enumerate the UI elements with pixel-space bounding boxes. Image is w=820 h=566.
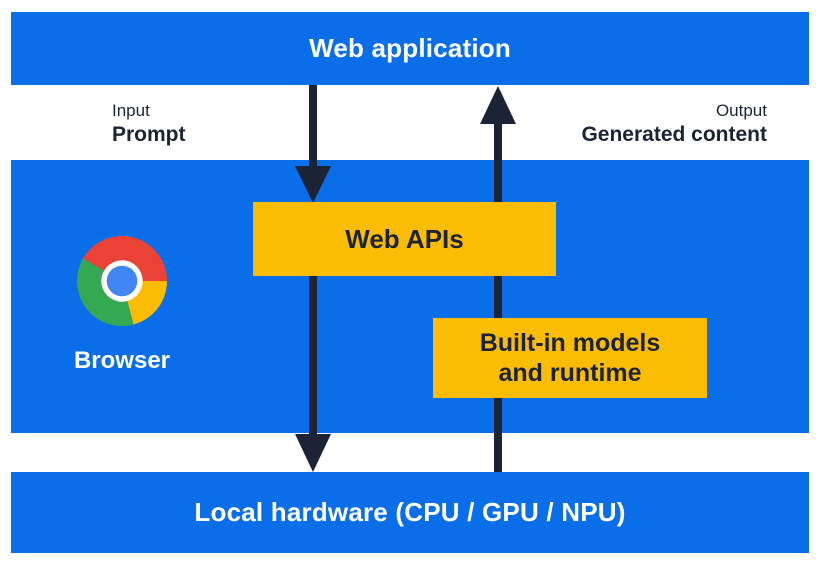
input-caption: Input bbox=[112, 101, 150, 120]
output-generated-content-label: Generated content bbox=[581, 123, 767, 146]
chrome-logo-icon bbox=[77, 236, 167, 326]
browser-label: Browser bbox=[73, 347, 171, 374]
built-in-models-line2: and runtime bbox=[498, 359, 642, 387]
web-application-band: Web application bbox=[11, 12, 809, 85]
web-apis-label: Web APIs bbox=[345, 223, 464, 254]
web-application-label: Web application bbox=[309, 33, 511, 63]
input-annotation: Input Prompt bbox=[112, 100, 186, 147]
chrome-logo-center bbox=[106, 265, 138, 297]
web-apis-box: Web APIs bbox=[253, 202, 556, 276]
built-in-models-line1: Built-in models bbox=[479, 329, 661, 357]
local-hardware-label: Local hardware (CPU / GPU / NPU) bbox=[194, 497, 626, 527]
chrome-logo-red-segment bbox=[83, 236, 167, 281]
local-hardware-band: Local hardware (CPU / GPU / NPU) bbox=[11, 472, 809, 553]
output-annotation: Output Generated content bbox=[581, 100, 767, 147]
output-caption: Output bbox=[715, 101, 767, 120]
input-prompt-label: Prompt bbox=[112, 123, 186, 146]
built-in-models-box: Built-in models and runtime bbox=[433, 318, 707, 398]
